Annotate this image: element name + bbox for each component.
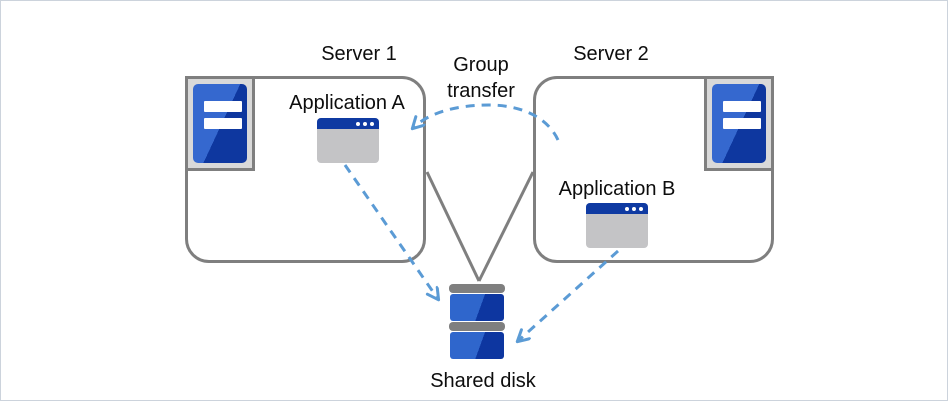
- server1-icon-frame: [185, 76, 255, 171]
- window-dot: [370, 121, 374, 126]
- app-a-to-disk-arrow: [343, 164, 438, 299]
- app-b-to-disk-arrow: [518, 249, 620, 341]
- server2-disk-link: [477, 171, 535, 282]
- tower-slot: [723, 101, 761, 112]
- tower-slot: [204, 101, 242, 112]
- group-transfer-label: Group transfer: [447, 54, 515, 102]
- window-dot: [625, 206, 629, 211]
- server2-icon-frame: [704, 76, 774, 171]
- window-dot: [639, 206, 643, 211]
- app-window-icon: [586, 203, 648, 248]
- tower-slot: [723, 118, 761, 129]
- server1-disk-link: [425, 171, 481, 282]
- disk-cap: [449, 322, 505, 331]
- group-transfer-arrow: [413, 103, 560, 141]
- server2-label: Server 2: [573, 43, 649, 65]
- app-window-titlebar: [317, 118, 379, 129]
- disk-platter: [450, 294, 504, 321]
- window-dot: [632, 206, 636, 211]
- window-dot: [363, 121, 367, 126]
- disk-cap: [449, 284, 505, 293]
- shared-disk-label: Shared disk: [430, 370, 536, 392]
- application-b-label: Application B: [558, 178, 676, 200]
- app-window-icon: [317, 118, 379, 163]
- window-dot: [356, 121, 360, 126]
- disk-platter: [450, 332, 504, 359]
- server1-label: Server 1: [321, 43, 397, 65]
- app-window-titlebar: [586, 203, 648, 214]
- server-tower-icon: [193, 84, 247, 163]
- server-tower-icon: [712, 84, 766, 163]
- tower-slot: [204, 118, 242, 129]
- application-a-label: Application A: [289, 92, 405, 114]
